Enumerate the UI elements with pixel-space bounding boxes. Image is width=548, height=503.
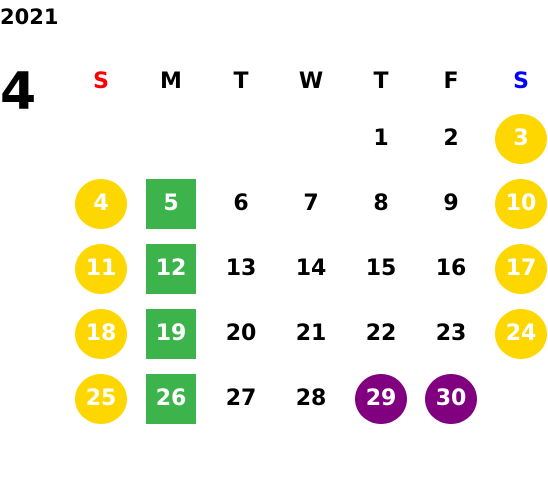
day-cell[interactable]: 8 [346, 171, 416, 236]
weekday-header-tue: T [233, 68, 249, 94]
day-cell[interactable]: 14 [276, 236, 346, 301]
day-number: 28 [295, 386, 327, 411]
weekend-circle-marker: 24 [495, 308, 547, 359]
weekday-header-wed: W [298, 68, 324, 94]
empty-day-cell [276, 106, 346, 171]
weekend-circle-marker: 4 [75, 178, 127, 229]
day-cell[interactable]: 15 [346, 236, 416, 301]
weekend-circle-marker: 11 [75, 243, 127, 294]
day-number: 1 [373, 126, 389, 151]
day-number: 27 [225, 386, 257, 411]
day-number: 9 [443, 191, 459, 216]
day-number: 6 [233, 191, 249, 216]
day-cell[interactable]: 28 [276, 366, 346, 431]
day-cell[interactable]: 21 [276, 301, 346, 366]
day-cell[interactable]: 13 [206, 236, 276, 301]
day-cell[interactable]: 17 [486, 236, 548, 301]
day-number: 14 [295, 256, 327, 281]
weekend-circle-marker: 10 [495, 178, 547, 229]
day-number: 15 [365, 256, 397, 281]
day-cell[interactable]: 4 [66, 171, 136, 236]
day-cell[interactable]: 29 [346, 366, 416, 431]
day-number: 2 [443, 126, 459, 151]
day-cell[interactable]: 11 [66, 236, 136, 301]
day-number: 23 [435, 321, 467, 346]
day-number: 7 [303, 191, 319, 216]
day-cell[interactable]: 22 [346, 301, 416, 366]
day-cell[interactable]: 12 [136, 236, 206, 301]
weekday-header-sun: S [93, 68, 109, 94]
empty-day-cell [136, 106, 206, 171]
day-cell[interactable]: 27 [206, 366, 276, 431]
empty-day-cell [206, 106, 276, 171]
day-cell[interactable]: 5 [136, 171, 206, 236]
day-number: 13 [225, 256, 257, 281]
month-label: 4 [0, 62, 37, 122]
day-cell[interactable]: 24 [486, 301, 548, 366]
monday_highlight-square-marker: 12 [146, 243, 196, 294]
day-cell[interactable]: 25 [66, 366, 136, 431]
weekday-header-fri: F [443, 68, 459, 94]
day-number: 22 [365, 321, 397, 346]
day-cell[interactable]: 23 [416, 301, 486, 366]
special-circle-marker: 29 [355, 373, 407, 424]
special-circle-marker: 30 [425, 373, 477, 424]
monday_highlight-square-marker: 26 [146, 373, 196, 424]
day-cell[interactable]: 10 [486, 171, 548, 236]
day-number: 21 [295, 321, 327, 346]
monday_highlight-square-marker: 5 [146, 178, 196, 229]
day-cell[interactable]: 9 [416, 171, 486, 236]
monday_highlight-square-marker: 19 [146, 308, 196, 359]
day-number: 20 [225, 321, 257, 346]
day-cell[interactable]: 16 [416, 236, 486, 301]
day-cell[interactable]: 1 [346, 106, 416, 171]
day-number: 16 [435, 256, 467, 281]
weekend-circle-marker: 18 [75, 308, 127, 359]
weekday-header-thu: T [373, 68, 389, 94]
day-cell[interactable]: 6 [206, 171, 276, 236]
empty-day-cell [66, 106, 136, 171]
day-cell[interactable]: 2 [416, 106, 486, 171]
day-cell[interactable]: 20 [206, 301, 276, 366]
weekday-header-mon: M [160, 68, 182, 94]
weekend-circle-marker: 25 [75, 373, 127, 424]
day-cell[interactable]: 3 [486, 106, 548, 171]
weekday-header-sat: S [513, 68, 529, 94]
day-cell[interactable]: 26 [136, 366, 206, 431]
day-cell[interactable]: 30 [416, 366, 486, 431]
day-cell[interactable]: 18 [66, 301, 136, 366]
weekend-circle-marker: 17 [495, 243, 547, 294]
day-cell[interactable]: 19 [136, 301, 206, 366]
weekend-circle-marker: 3 [495, 113, 547, 164]
day-number: 8 [373, 191, 389, 216]
day-cell[interactable]: 7 [276, 171, 346, 236]
year-label: 2021 [0, 5, 59, 29]
empty-day-cell [486, 366, 548, 431]
